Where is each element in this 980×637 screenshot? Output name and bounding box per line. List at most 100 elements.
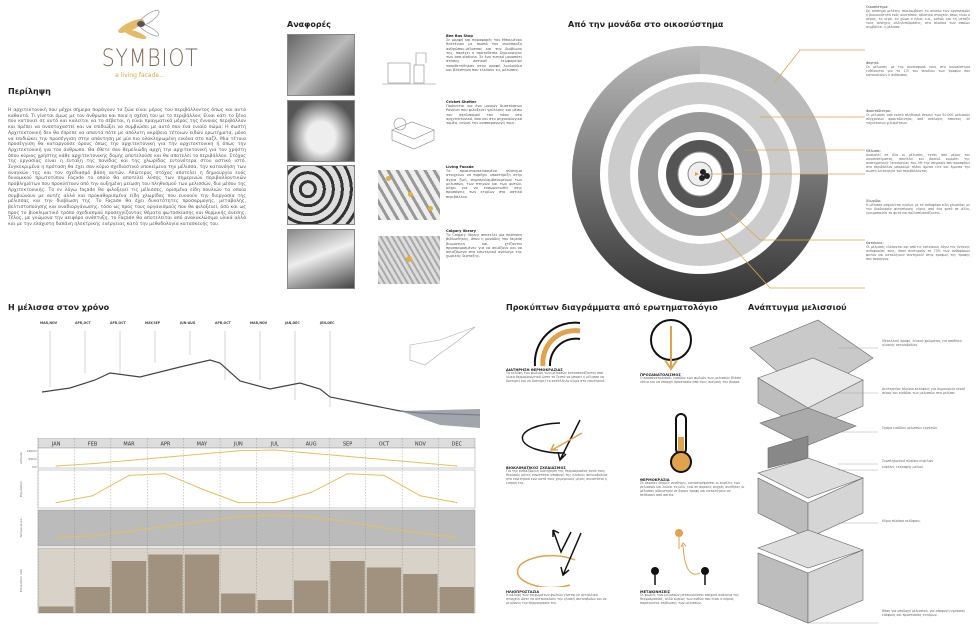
logo-tagline: a living facade... (115, 72, 165, 79)
timeline-heading: Η μέλισσα στον χρόνο (8, 303, 110, 312)
item-title: ΗΛΙΟΠΡΟΣΤΑΣΙΑ (506, 590, 540, 594)
item-text: Ο προσανατολισμός εισόδου των φωλιών των… (640, 376, 742, 384)
month-label: FEB (88, 442, 98, 448)
note-title: Φρουτόδεντρα: (866, 109, 891, 113)
series-line-2 (56, 514, 457, 539)
item-title: ΔΙΑΤΗΡΗΣΗ ΘΕΡΜΟΚΡΑΣΙΑΣ (506, 368, 563, 372)
hex-cell (386, 176, 391, 181)
references-heading: Αναφορές (287, 20, 331, 29)
sea (400, 409, 480, 428)
note-text: Ως σύστημα μελέτης περιλαμβάνει το σύνολ… (866, 8, 970, 29)
production-bar (257, 600, 292, 613)
elevation-profile (41, 326, 480, 428)
production-bar (221, 593, 256, 613)
month-label: OCT (379, 442, 390, 448)
note-text: Η μέλισσα ασχολείται κυρίως με τα ανθοφό… (866, 202, 970, 215)
profile-label: APR,OCT (75, 321, 91, 325)
series-line-0 (56, 449, 457, 467)
calgary-library-photo (287, 229, 355, 289)
questionnaire-heading: Προκύπτων διαγράμματα από ερωτηματολόγιο (506, 303, 718, 312)
note-text: Οι μέλισσες ελκύονται και από τις κατοίκ… (866, 244, 970, 261)
main-body (807, 477, 864, 539)
profile-label: MAR,NOV (40, 321, 58, 325)
month-label: JUL (270, 442, 279, 448)
reference-text: Το Calgary library αποτελεί μία πρόταση … (446, 233, 522, 259)
orientation-icon (650, 319, 692, 371)
reference-title: Calgary library (446, 229, 477, 233)
profile-label: APR,OCT (215, 321, 231, 325)
ecosystem-heading: Από την μονάδα στο οικοσύστημα (568, 20, 724, 29)
ecosystem-circle-diagram (572, 46, 865, 302)
item-title: ΠΡΟΣΑΝΑΤΟΛΙΣΜΟΣ (640, 373, 681, 377)
hive-part-label: Σχάρα εισόδου μελισσών εργατών. (882, 426, 938, 430)
hive-part-label: Μεταλλική οροφή, λευκού χρώματος για από… (882, 339, 962, 347)
production-bar (184, 554, 220, 613)
item-title: ΘΕΡΜΟΚΡΑΣΙΑ (640, 478, 670, 482)
item-text: Οι φωλιές των μελισσών μετακινούνται επο… (640, 593, 739, 605)
reference-title: Living Facade (446, 165, 474, 169)
note-title: Κατοίκους: (866, 241, 884, 245)
ecosystem-note: Χλωρίδα:Η μέλισσα ασχολείται κυρίως με τ… (866, 199, 970, 216)
hive-part-label: Κύριο πλαίσιο κελύφους. (882, 519, 922, 523)
ecosystem-note: Φαγητό:Οι μέλισσες με την συνεισφορά του… (866, 61, 970, 78)
row-label: Production rate (19, 569, 23, 592)
item-text: Η κάλυψη των τοιχωμάτων φωλιών γίνεται μ… (506, 593, 607, 605)
cricket-shelter-drawing (391, 117, 435, 150)
living-facade-photo (287, 165, 355, 225)
reference-text: Πρόκειται για ένα μικρών διαστάσεων Pavi… (446, 104, 522, 126)
ecosystem-note: Φρουτόδεντρα:Οι μέλισσες ανά εκατό πληθυ… (866, 109, 970, 126)
note-text: Οι μέλισσες ανά εκατό πληθυσμό όγκους τω… (866, 112, 970, 125)
bioclimatic-design-icon (521, 419, 583, 462)
altitude-tick: 950m (28, 457, 37, 461)
hive-part-label: Δευτερεύον πλαίσιο κελύφους για δημιουργ… (882, 387, 966, 395)
logo: SYMBIOT a living facade... (95, 4, 199, 94)
profile-label: MAR,NOV (250, 321, 268, 325)
production-bar (148, 554, 183, 613)
month-label: JAN (51, 442, 61, 448)
note-title: Μέλισσα: (866, 149, 881, 153)
month-label: DEC (452, 442, 463, 448)
logo-title: SYMBIOT (101, 44, 199, 72)
row-label: Altitude (19, 452, 23, 464)
profile-label: JEN,DEC (320, 321, 335, 325)
reference-title: Cricket Shelter (446, 100, 477, 104)
row-label: Temperature (19, 518, 23, 538)
living-facade-pattern (378, 170, 440, 220)
summary-heading: Περίληψη (8, 87, 51, 96)
month-label: SEP (343, 442, 352, 448)
ecosystem-note: Μέλισσα:Ανακαλεί σε όλα οι μέλισσες, εκτ… (866, 149, 970, 173)
entry-grid (759, 407, 857, 447)
temperature-retention-icon (533, 321, 581, 367)
month-label: MAR (123, 442, 135, 448)
migration-icon (651, 529, 709, 585)
reference-text: Το προκατασκευασμένο σύστημα στοιχείων ν… (446, 169, 522, 199)
hive-part-label: Συμπληρωτικό πλαίσιο κυψελών (882, 459, 934, 463)
altitude-tick: 1900m (26, 449, 37, 453)
calgary-pattern (378, 236, 440, 284)
month-label: APR (160, 442, 170, 448)
production-bar (403, 574, 438, 613)
hive-exploded-drawing (749, 319, 878, 624)
hive-part-label: Βάση για υποδοχή μελισσιού, για αποφυγή … (882, 609, 966, 617)
bus-stop-drawing (382, 52, 436, 85)
profile-label: APR,OCT (110, 321, 126, 325)
month-label: NOV (415, 442, 427, 448)
production-bar (111, 561, 147, 613)
row-label: Population (19, 481, 23, 497)
item-title: ΜΕΤΑΚΙΝΗΣΕΙΣ (640, 590, 671, 594)
production-bar (439, 587, 474, 613)
ecosystem-note: Κατοίκους:Οι μέλισσες ελκύονται και από … (866, 241, 970, 262)
item-text: Τα κελύφη των φωλιών των μελισσών κατασκ… (506, 371, 606, 383)
frames (767, 435, 809, 469)
altitude-tick: 5m (32, 465, 37, 469)
month-label: AUG (306, 442, 317, 448)
cyprus-map (409, 326, 476, 366)
summary-text: Η αρχιτεκτονική που μέχρι σήμερα παράγου… (8, 108, 246, 228)
